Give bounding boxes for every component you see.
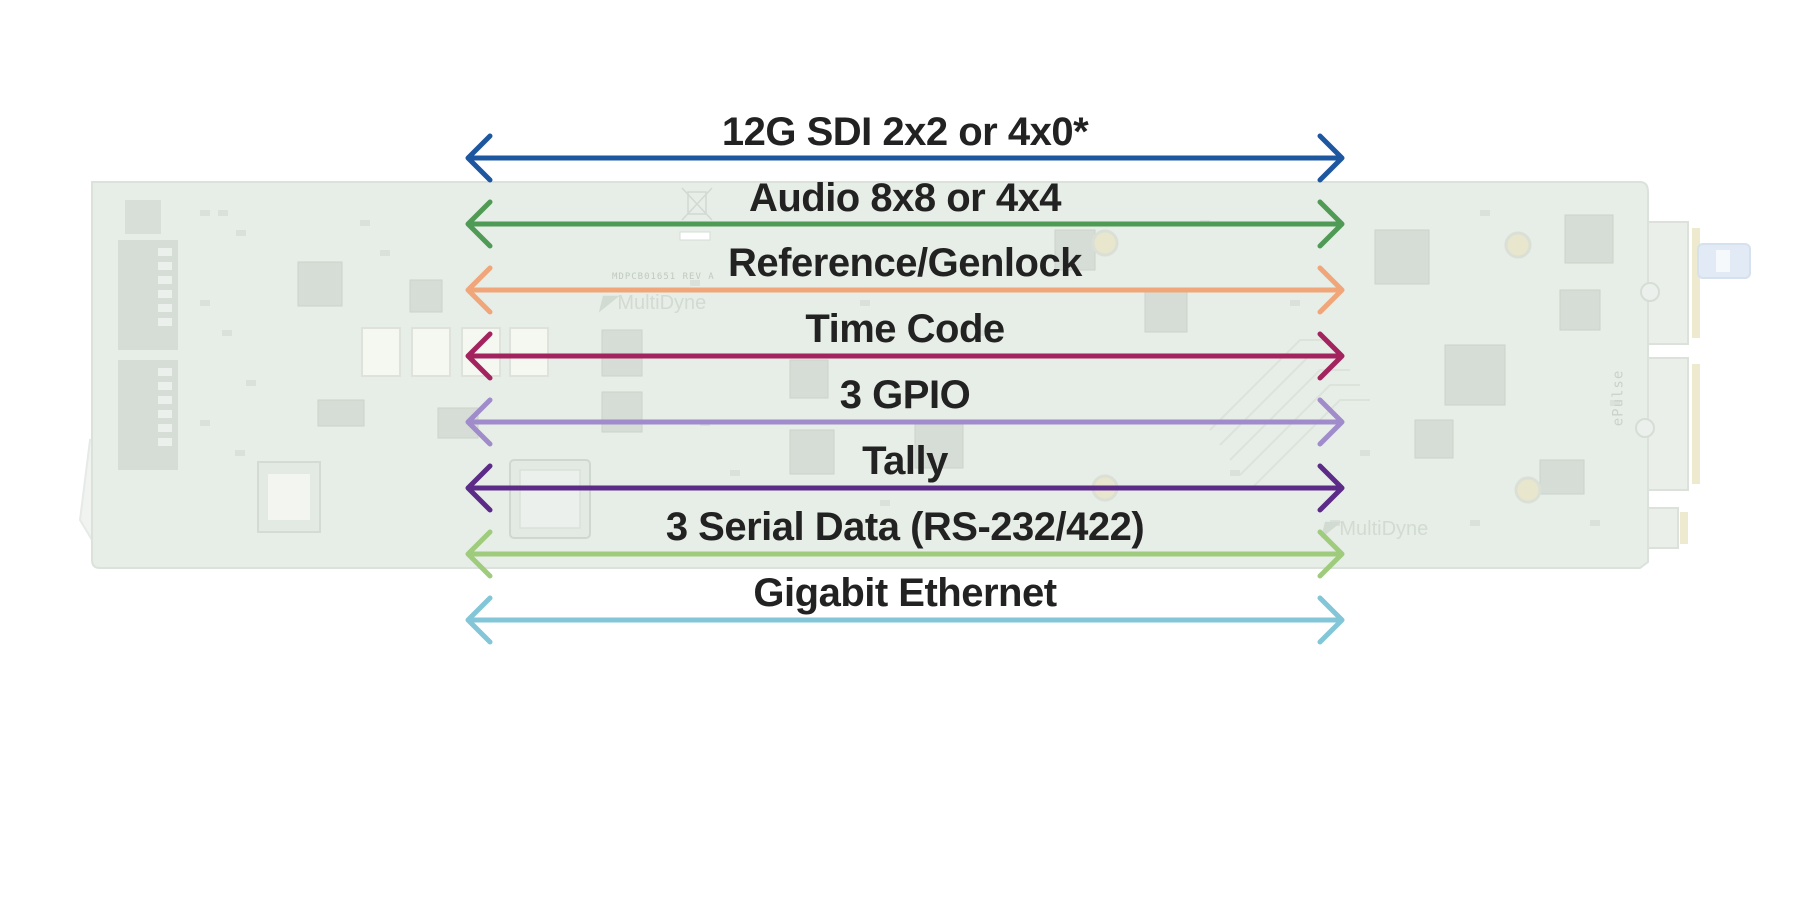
arrow-serial-data [465,529,1345,579]
arrow-head-right [1317,463,1345,513]
board-brand-name-2: MultiDyne [1339,518,1429,540]
board-brand-logo: ◤MultiDyne [600,290,706,315]
signal-label-audio: Audio 8x8 or 4x4 [748,176,1062,220]
arrow-head-left [465,529,493,579]
arrow-time-code [465,331,1345,381]
signal-label-serial-data: 3 Serial Data (RS-232/422) [665,505,1145,549]
arrow-audio [465,199,1345,249]
arrow-head-left [465,199,493,249]
arrow-head-left [465,133,493,183]
arrow-gigabit-ethernet [465,595,1345,645]
signal-label-tally: Tally [862,439,948,483]
arrow-head-left [465,463,493,513]
arrow-head-right [1317,265,1345,315]
arrow-head-left [465,265,493,315]
arrow-head-right [1317,199,1345,249]
signal-label-reference-genlock: Reference/Genlock [728,241,1082,285]
board-brand-logo-2: ◤MultiDyne [1322,516,1428,541]
arrow-head-right [1317,133,1345,183]
signal-label-gpio: 3 GPIO [839,373,971,417]
arrow-head-left [465,595,493,645]
arrow-12g-sdi [465,133,1345,183]
arrow-head-right [1317,331,1345,381]
signal-label-12g-sdi: 12G SDI 2x2 or 4x0* [721,110,1089,154]
arrow-head-left [465,397,493,447]
brand-mark-icon: ◤ [600,292,616,314]
arrow-reference-genlock [465,265,1345,315]
arrow-head-right [1317,397,1345,447]
arrow-head-right [1317,595,1345,645]
board-part-number: MDPCB01651 REV A [612,272,715,282]
arrow-head-left [465,331,493,381]
arrow-gpio [465,397,1345,447]
arrow-head-right [1317,529,1345,579]
board-brand-name: MultiDyne [617,292,707,314]
signal-label-time-code: Time Code [805,307,1005,351]
arrow-tally [465,463,1345,513]
signal-label-gigabit-ethernet: Gigabit Ethernet [753,571,1057,615]
